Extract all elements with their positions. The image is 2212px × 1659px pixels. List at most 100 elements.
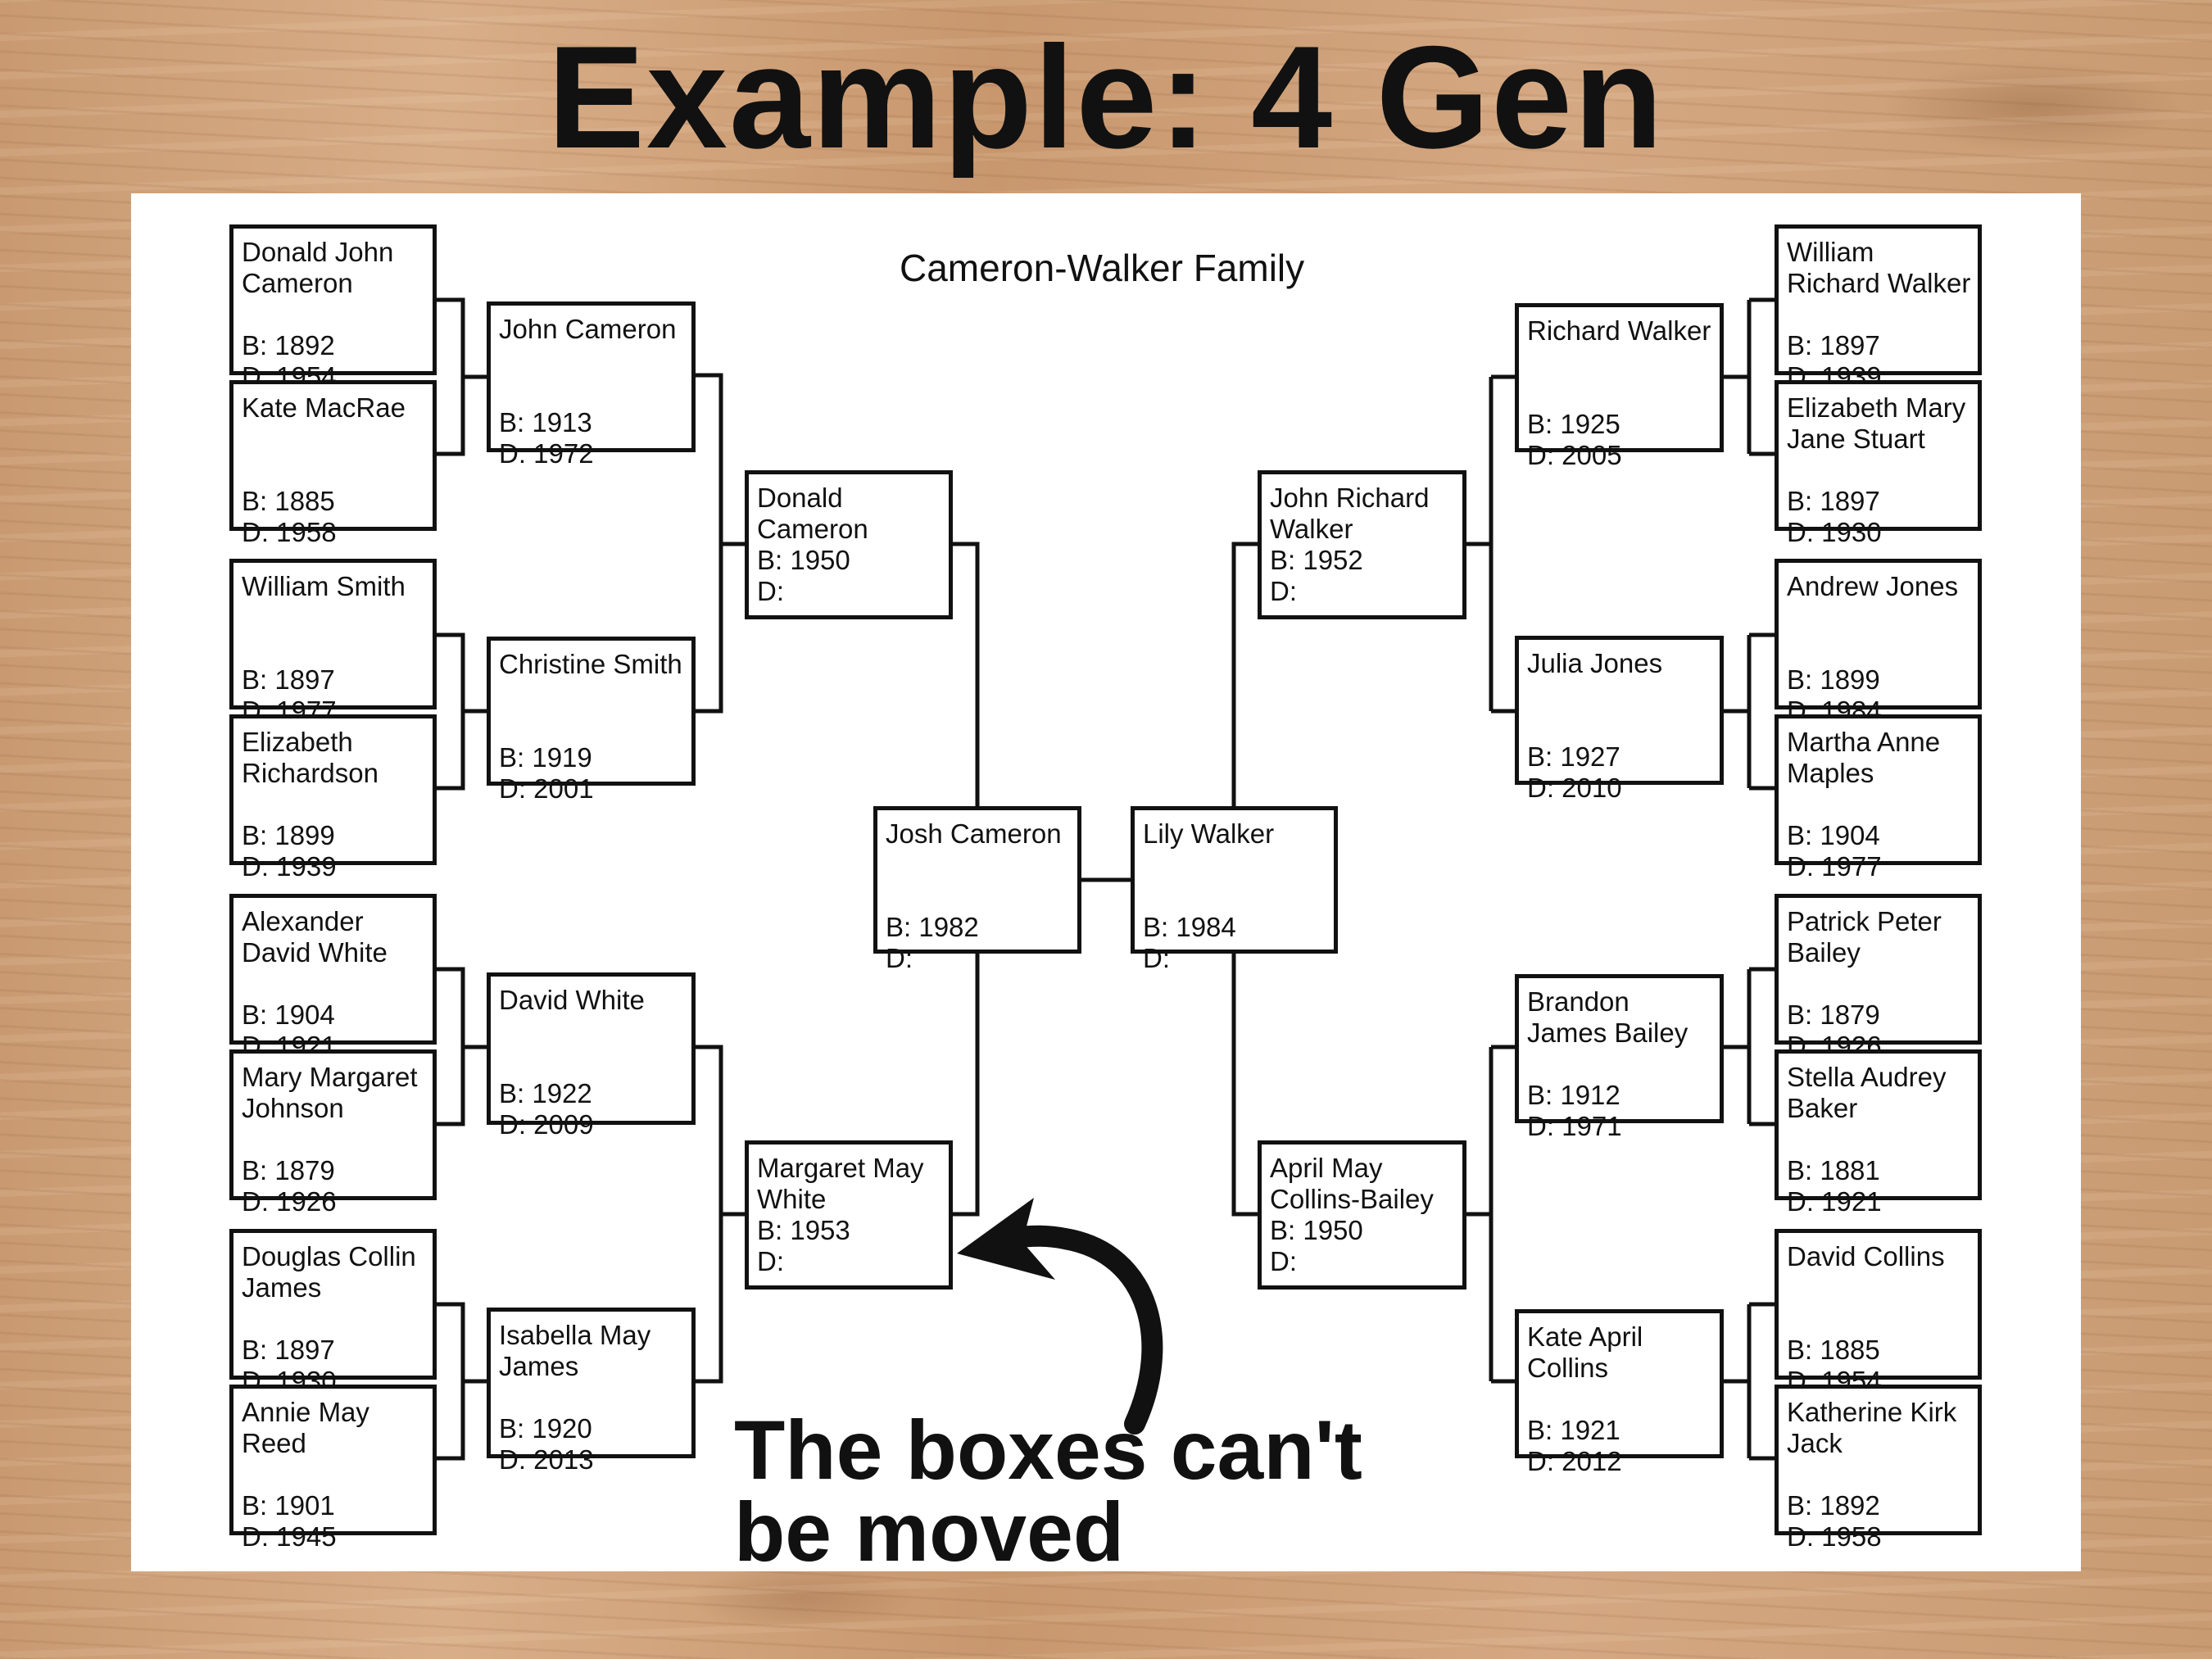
connector-line xyxy=(1723,632,1776,791)
person-name: Donald Cameron xyxy=(757,483,868,544)
person-name: Douglas Collin James xyxy=(242,1241,416,1303)
birth-year: B: 1901 xyxy=(242,1490,335,1521)
person-name: Andrew Jones xyxy=(1787,571,1959,601)
person-name: Elizabeth Mary Jane Stuart xyxy=(1787,392,1966,454)
person-name: John Richard Walker xyxy=(1270,483,1430,544)
person-box-patrick-peter-bailey: Patrick Peter Bailey B: 1879 D: 1926 xyxy=(1775,894,1982,1061)
person-name: Martha Anne Maples xyxy=(1787,727,1941,788)
death-year: D: 2001 xyxy=(499,773,594,804)
birth-year: B: 1892 xyxy=(1787,1490,1880,1521)
connector-line xyxy=(1723,1302,1776,1461)
person-box-annie-may-reed: Annie May Reed B: 1901 D: 1945 xyxy=(229,1385,437,1552)
person-box-alexander-david-white: Alexander David White B: 1904 D: 1921 xyxy=(229,894,437,1061)
death-year: D: 2012 xyxy=(1527,1446,1622,1476)
person-name: Annie May Reed xyxy=(242,1397,369,1458)
person-box-mary-margaret-johnson: Mary Margaret Johnson B: 1879 D: 1926 xyxy=(229,1049,437,1217)
death-year: D: 1945 xyxy=(242,1521,337,1552)
birth-year: B: 1913 xyxy=(499,407,592,437)
person-name: April May Collins-Bailey xyxy=(1270,1153,1434,1214)
person-name: Lily Walker xyxy=(1143,818,1275,849)
birth-year: B: 1950 xyxy=(1270,1215,1363,1245)
connector-line xyxy=(436,297,487,456)
person-box-martha-anne-maples: Martha Anne Maples B: 1904 D: 1977 xyxy=(1775,714,1982,882)
birth-year: B: 1953 xyxy=(757,1215,850,1245)
person-box-donald-john-cameron: Donald John Cameron B: 1892 D: 1954 xyxy=(229,224,437,392)
person-box-richard-walker: Richard Walker B: 1925 D: 2005 xyxy=(1515,303,1724,470)
person-name: Kate MacRae xyxy=(242,392,406,423)
death-year: D: 2005 xyxy=(1527,440,1622,470)
person-box-julia-jones: Julia Jones B: 1927 D: 2010 xyxy=(1515,636,1724,803)
tree-title: Cameron-Walker Family xyxy=(900,247,1305,289)
death-year: D: xyxy=(1270,576,1297,606)
person-box-christine-smith: Christine Smith B: 1919 D: 2001 xyxy=(487,637,696,804)
annotation-note: The boxes can't be moved xyxy=(734,1408,1471,1574)
person-box-stella-audrey-baker: Stella Audrey Baker B: 1881 D: 1921 xyxy=(1775,1049,1982,1217)
death-year: D: xyxy=(886,943,913,973)
person-box-april-may-collins-bailey: April May Collins-Bailey B: 1950 D: xyxy=(1258,1140,1466,1290)
person-name: Christine Smith xyxy=(499,649,682,679)
person-name: Julia Jones xyxy=(1527,648,1663,678)
birth-year: B: 1925 xyxy=(1527,409,1620,439)
death-year: D: 2013 xyxy=(499,1444,594,1475)
connector-line xyxy=(1723,297,1776,456)
person-name: Josh Cameron xyxy=(886,818,1062,849)
birth-year: B: 1920 xyxy=(499,1413,592,1444)
person-box-william-smith: William Smith B: 1897 D: 1977 xyxy=(229,559,437,726)
page-heading: Example: 4 Gen xyxy=(547,16,1665,179)
person-box-donald-cameron: Donald Cameron B: 1950 D: xyxy=(745,470,953,619)
death-year: D: xyxy=(757,576,784,606)
birth-year: B: 1982 xyxy=(886,912,979,942)
death-year: D: xyxy=(757,1246,784,1276)
connector-line xyxy=(695,373,746,714)
person-name: Elizabeth Richardson xyxy=(242,727,378,788)
birth-year: B: 1885 xyxy=(242,486,335,516)
person-box-elizabeth-richardson: Elizabeth Richardson B: 1899 D: 1939 xyxy=(229,714,437,882)
connector-line xyxy=(436,632,487,791)
connector-line xyxy=(952,950,980,1217)
connector-line xyxy=(436,967,487,1126)
death-year: D: 1977 xyxy=(1787,851,1882,882)
birth-year: B: 1879 xyxy=(1787,999,1880,1030)
tree-sheet xyxy=(131,193,2081,1571)
death-year: D: 1972 xyxy=(499,438,594,469)
person-name: Isabella May James xyxy=(499,1320,651,1381)
person-name: William Richard Walker xyxy=(1787,237,1971,298)
birth-year: B: 1897 xyxy=(1787,330,1880,360)
person-name: Margaret May White xyxy=(757,1153,924,1214)
person-name: Donald John Cameron xyxy=(242,237,394,298)
birth-year: B: 1881 xyxy=(1787,1155,1880,1185)
birth-year: B: 1984 xyxy=(1143,912,1236,942)
person-box-john-richard-walker: John Richard Walker B: 1952 D: xyxy=(1258,470,1466,619)
person-box-kate-macrae: Kate MacRae B: 1885 D: 1958 xyxy=(229,380,437,547)
birth-year: B: 1885 xyxy=(1787,1335,1880,1365)
curved-arrow-icon xyxy=(957,1198,1163,1435)
birth-year: B: 1897 xyxy=(242,664,335,695)
birth-year: B: 1904 xyxy=(242,999,335,1030)
birth-year: B: 1897 xyxy=(1787,486,1880,516)
death-year: D: 2010 xyxy=(1527,773,1622,803)
person-box-david-collins: David Collins B: 1885 D: 1954 xyxy=(1775,1229,1982,1396)
death-year: D: 1939 xyxy=(242,851,337,882)
birth-year: B: 1879 xyxy=(242,1155,335,1185)
birth-year: B: 1912 xyxy=(1527,1080,1620,1110)
connector-line xyxy=(1231,542,1259,808)
person-box-margaret-may-white: Margaret May White B: 1953 D: xyxy=(745,1140,953,1290)
birth-year: B: 1899 xyxy=(1787,664,1880,695)
person-name: David Collins xyxy=(1787,1241,1945,1271)
connector-line xyxy=(436,1302,487,1461)
person-name: Katherine Kirk Jack xyxy=(1787,1397,1957,1458)
death-year: D: 1958 xyxy=(1787,1521,1882,1552)
birth-year: B: 1952 xyxy=(1270,545,1363,575)
death-year: D: xyxy=(1270,1246,1297,1276)
person-name: William Smith xyxy=(242,571,406,601)
person-name: Alexander David White xyxy=(242,906,388,968)
connector-line xyxy=(1231,950,1259,1217)
birth-year: B: 1927 xyxy=(1527,741,1620,772)
birth-year: B: 1921 xyxy=(1527,1415,1620,1445)
birth-year: B: 1897 xyxy=(242,1335,335,1365)
death-year: D: 1921 xyxy=(1787,1186,1882,1217)
birth-year: B: 1950 xyxy=(757,545,850,575)
person-box-john-cameron: John Cameron B: 1913 D: 1972 xyxy=(487,301,696,469)
person-box-katherine-kirk-jack: Katherine Kirk Jack B: 1892 D: 1958 xyxy=(1775,1385,1982,1552)
connector-line xyxy=(1723,967,1776,1126)
